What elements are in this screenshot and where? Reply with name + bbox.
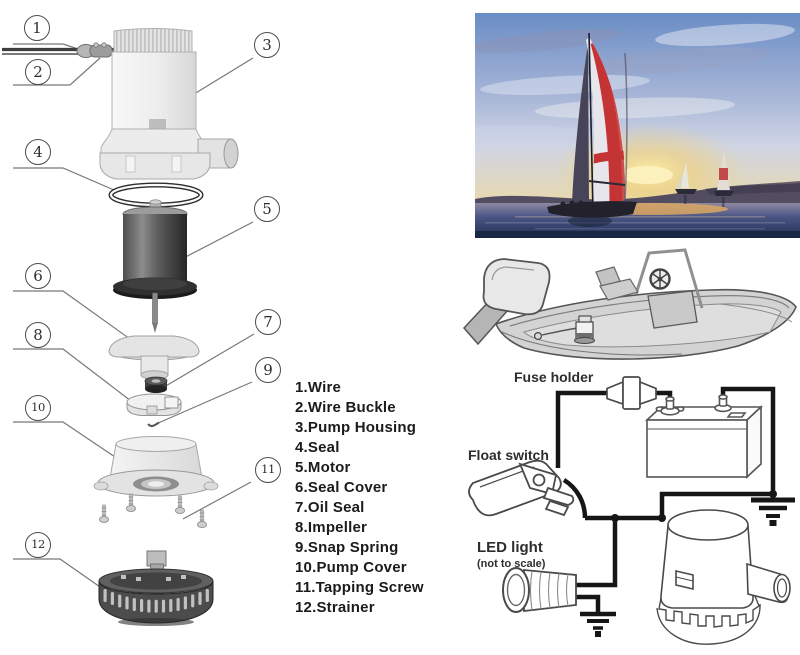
seal-cover-part — [108, 335, 200, 380]
boat-seat — [595, 266, 639, 301]
parts-list-item: 11.Tapping Screw — [295, 579, 424, 596]
tapping-screws-part — [99, 493, 207, 528]
boat-installation-illustration — [462, 248, 797, 360]
exploded-view-diagram — [2, 28, 255, 626]
parts-list-item: 2.Wire Buckle — [295, 399, 396, 416]
callout-7: 7 — [255, 309, 281, 335]
impeller-part — [126, 393, 182, 416]
parts-list: 1.Wire 2.Wire Buckle 3.Pump Housing 4.Se… — [295, 378, 465, 618]
photo-water — [475, 203, 800, 238]
fuse-holder-label: Fuse holder — [514, 369, 594, 385]
parts-list-item: 12.Strainer — [295, 599, 375, 616]
snap-spring-part — [147, 421, 160, 428]
boat-console-and-wheel — [634, 248, 704, 329]
wiring-diagram — [468, 376, 795, 645]
oil-seal-part — [144, 376, 168, 393]
parts-list-item: 9.Snap Spring — [295, 539, 399, 556]
led-light-note: (not to scale) — [477, 558, 546, 570]
callout-6: 6 — [25, 263, 51, 289]
callout-12: 12 — [25, 532, 51, 558]
junction-dots — [611, 490, 777, 522]
battery-drawing — [644, 394, 764, 479]
bilge-pump-drawing — [656, 509, 791, 645]
parts-list-item: 3.Pump Housing — [295, 419, 417, 436]
photo-small-sailboats — [675, 150, 734, 207]
pump-cover-part — [93, 436, 219, 497]
callout-4: 4 — [25, 139, 51, 165]
ground-symbol-battery — [751, 497, 795, 526]
callout-11: 11 — [255, 457, 281, 483]
callout-3: 3 — [254, 32, 280, 58]
led-light-label: LED light — [477, 539, 543, 556]
parts-list-item: 1.Wire — [295, 379, 342, 396]
float-switch-label: Float switch — [468, 447, 549, 463]
callout-5: 5 — [254, 196, 280, 222]
parts-list-item: 7.Oil Seal — [295, 499, 365, 516]
parts-list-item: 5.Motor — [295, 459, 351, 476]
parts-list-item: 10.Pump Cover — [295, 559, 407, 576]
float-switch-drawing — [468, 459, 575, 517]
pump-housing-part — [99, 28, 239, 180]
boat-bilge-pump — [533, 315, 595, 344]
ground-symbol-led — [580, 611, 616, 637]
wire-buckle-part — [76, 42, 121, 58]
motor-part — [113, 199, 197, 333]
sailboats-photo — [475, 13, 800, 238]
fuse-holder-drawing — [606, 376, 657, 410]
strainer-part — [98, 550, 214, 626]
led-light-drawing — [502, 567, 577, 613]
parts-list-item: 4.Seal — [295, 439, 340, 456]
callout-leader-lines — [13, 43, 255, 590]
parts-list-item: 8.Impeller — [295, 519, 368, 536]
callout-8: 8 — [25, 322, 51, 348]
callout-2: 2 — [25, 59, 51, 85]
callout-1: 1 — [24, 15, 50, 41]
boat-outboard-motor — [462, 258, 551, 346]
callout-10: 10 — [25, 395, 51, 421]
parts-list-item: 6.Seal Cover — [295, 479, 388, 496]
callout-9: 9 — [255, 357, 281, 383]
wires — [555, 386, 776, 612]
